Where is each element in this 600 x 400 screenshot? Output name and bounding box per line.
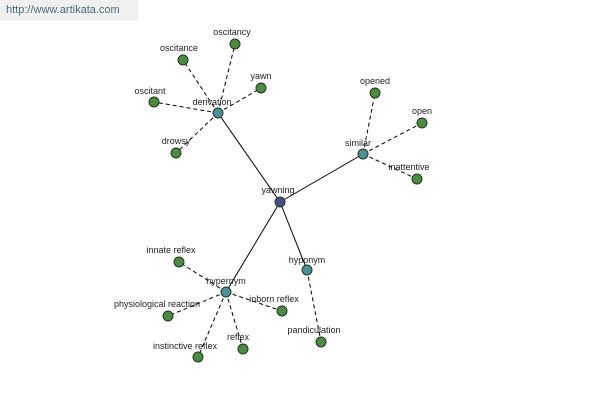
node-label-derivation[interactable]: derivation	[192, 97, 231, 107]
node-yawning[interactable]	[274, 196, 286, 208]
node-label-inborn-reflex[interactable]: inborn reflex	[249, 294, 299, 304]
node-innate-reflex[interactable]	[173, 256, 185, 268]
node-drowsy[interactable]	[170, 147, 182, 159]
node-instinctive-reflex[interactable]	[192, 351, 204, 363]
node-label-yawn[interactable]: yawn	[250, 71, 271, 81]
edge-derivation-to-oscitance	[182, 59, 219, 114]
edge-hypernym-to-physiological-reaction	[167, 291, 227, 317]
edge-yawning-to-similar	[279, 153, 364, 203]
node-label-open[interactable]: open	[412, 106, 432, 116]
edge-similar-to-open	[362, 122, 423, 155]
node-label-inattentive[interactable]: inattentive	[388, 162, 429, 172]
edge-hyponym-to-pandiculation	[306, 269, 322, 343]
node-label-oscitance[interactable]: oscitance	[160, 43, 198, 53]
node-label-drowsy[interactable]: drowsy	[162, 136, 191, 146]
edge-similar-to-opened	[362, 92, 376, 155]
node-oscitance[interactable]	[177, 54, 189, 66]
node-label-physiological-reaction[interactable]: physiological reaction	[114, 299, 200, 309]
node-opened[interactable]	[369, 87, 381, 99]
edge-hypernym-to-reflex	[225, 291, 244, 350]
node-pandiculation[interactable]	[315, 336, 327, 348]
edge-derivation-to-yawn	[217, 87, 262, 114]
node-label-yawning[interactable]: yawning	[261, 185, 294, 195]
node-label-opened[interactable]: opened	[360, 76, 390, 86]
edge-hypernym-to-inborn-reflex	[225, 291, 283, 312]
node-label-instinctive-reflex[interactable]: instinctive reflex	[153, 341, 218, 351]
edge-hypernym-to-innate-reflex	[178, 261, 227, 293]
node-hypernym[interactable]	[220, 286, 232, 298]
node-label-hypernym[interactable]: hypernym	[206, 276, 246, 286]
node-oscitant[interactable]	[148, 96, 160, 108]
node-oscitancy[interactable]	[229, 38, 241, 50]
edge-derivation-to-drowsy	[175, 112, 219, 154]
edge-yawning-to-hyponym	[279, 201, 308, 271]
graph-edges	[153, 43, 423, 358]
node-label-oscitancy[interactable]: oscitancy	[213, 27, 251, 37]
node-label-pandiculation[interactable]: pandiculation	[287, 325, 340, 335]
node-reflex[interactable]	[237, 343, 249, 355]
node-open[interactable]	[416, 117, 428, 129]
node-physiological-reaction[interactable]	[162, 310, 174, 322]
edge-similar-to-inattentive	[362, 153, 418, 180]
edge-yawning-to-derivation	[217, 112, 281, 203]
graph-labels: yawning derivation similar hypernym hyponym o…	[114, 27, 432, 351]
site-url-watermark[interactable]: http://www.artikata.com	[0, 0, 138, 21]
edge-yawning-to-hypernym	[225, 201, 281, 293]
edge-hypernym-to-instinctive-reflex	[197, 291, 227, 358]
node-hyponym[interactable]	[301, 264, 313, 276]
node-inattentive[interactable]	[411, 173, 423, 185]
edge-derivation-to-oscitant	[153, 101, 219, 114]
node-inborn-reflex[interactable]	[276, 305, 288, 317]
node-label-oscitant[interactable]: oscitant	[134, 86, 166, 96]
node-yawn[interactable]	[255, 82, 267, 94]
edge-derivation-to-oscitancy	[217, 43, 236, 114]
node-label-reflex[interactable]: reflex	[227, 332, 250, 342]
graph-nodes	[148, 38, 428, 363]
node-similar[interactable]	[357, 148, 369, 160]
node-label-similar[interactable]: similar	[345, 138, 371, 148]
node-label-hyponym[interactable]: hyponym	[289, 255, 326, 265]
node-derivation[interactable]	[212, 107, 224, 119]
node-label-innate-reflex[interactable]: innate reflex	[146, 245, 196, 255]
